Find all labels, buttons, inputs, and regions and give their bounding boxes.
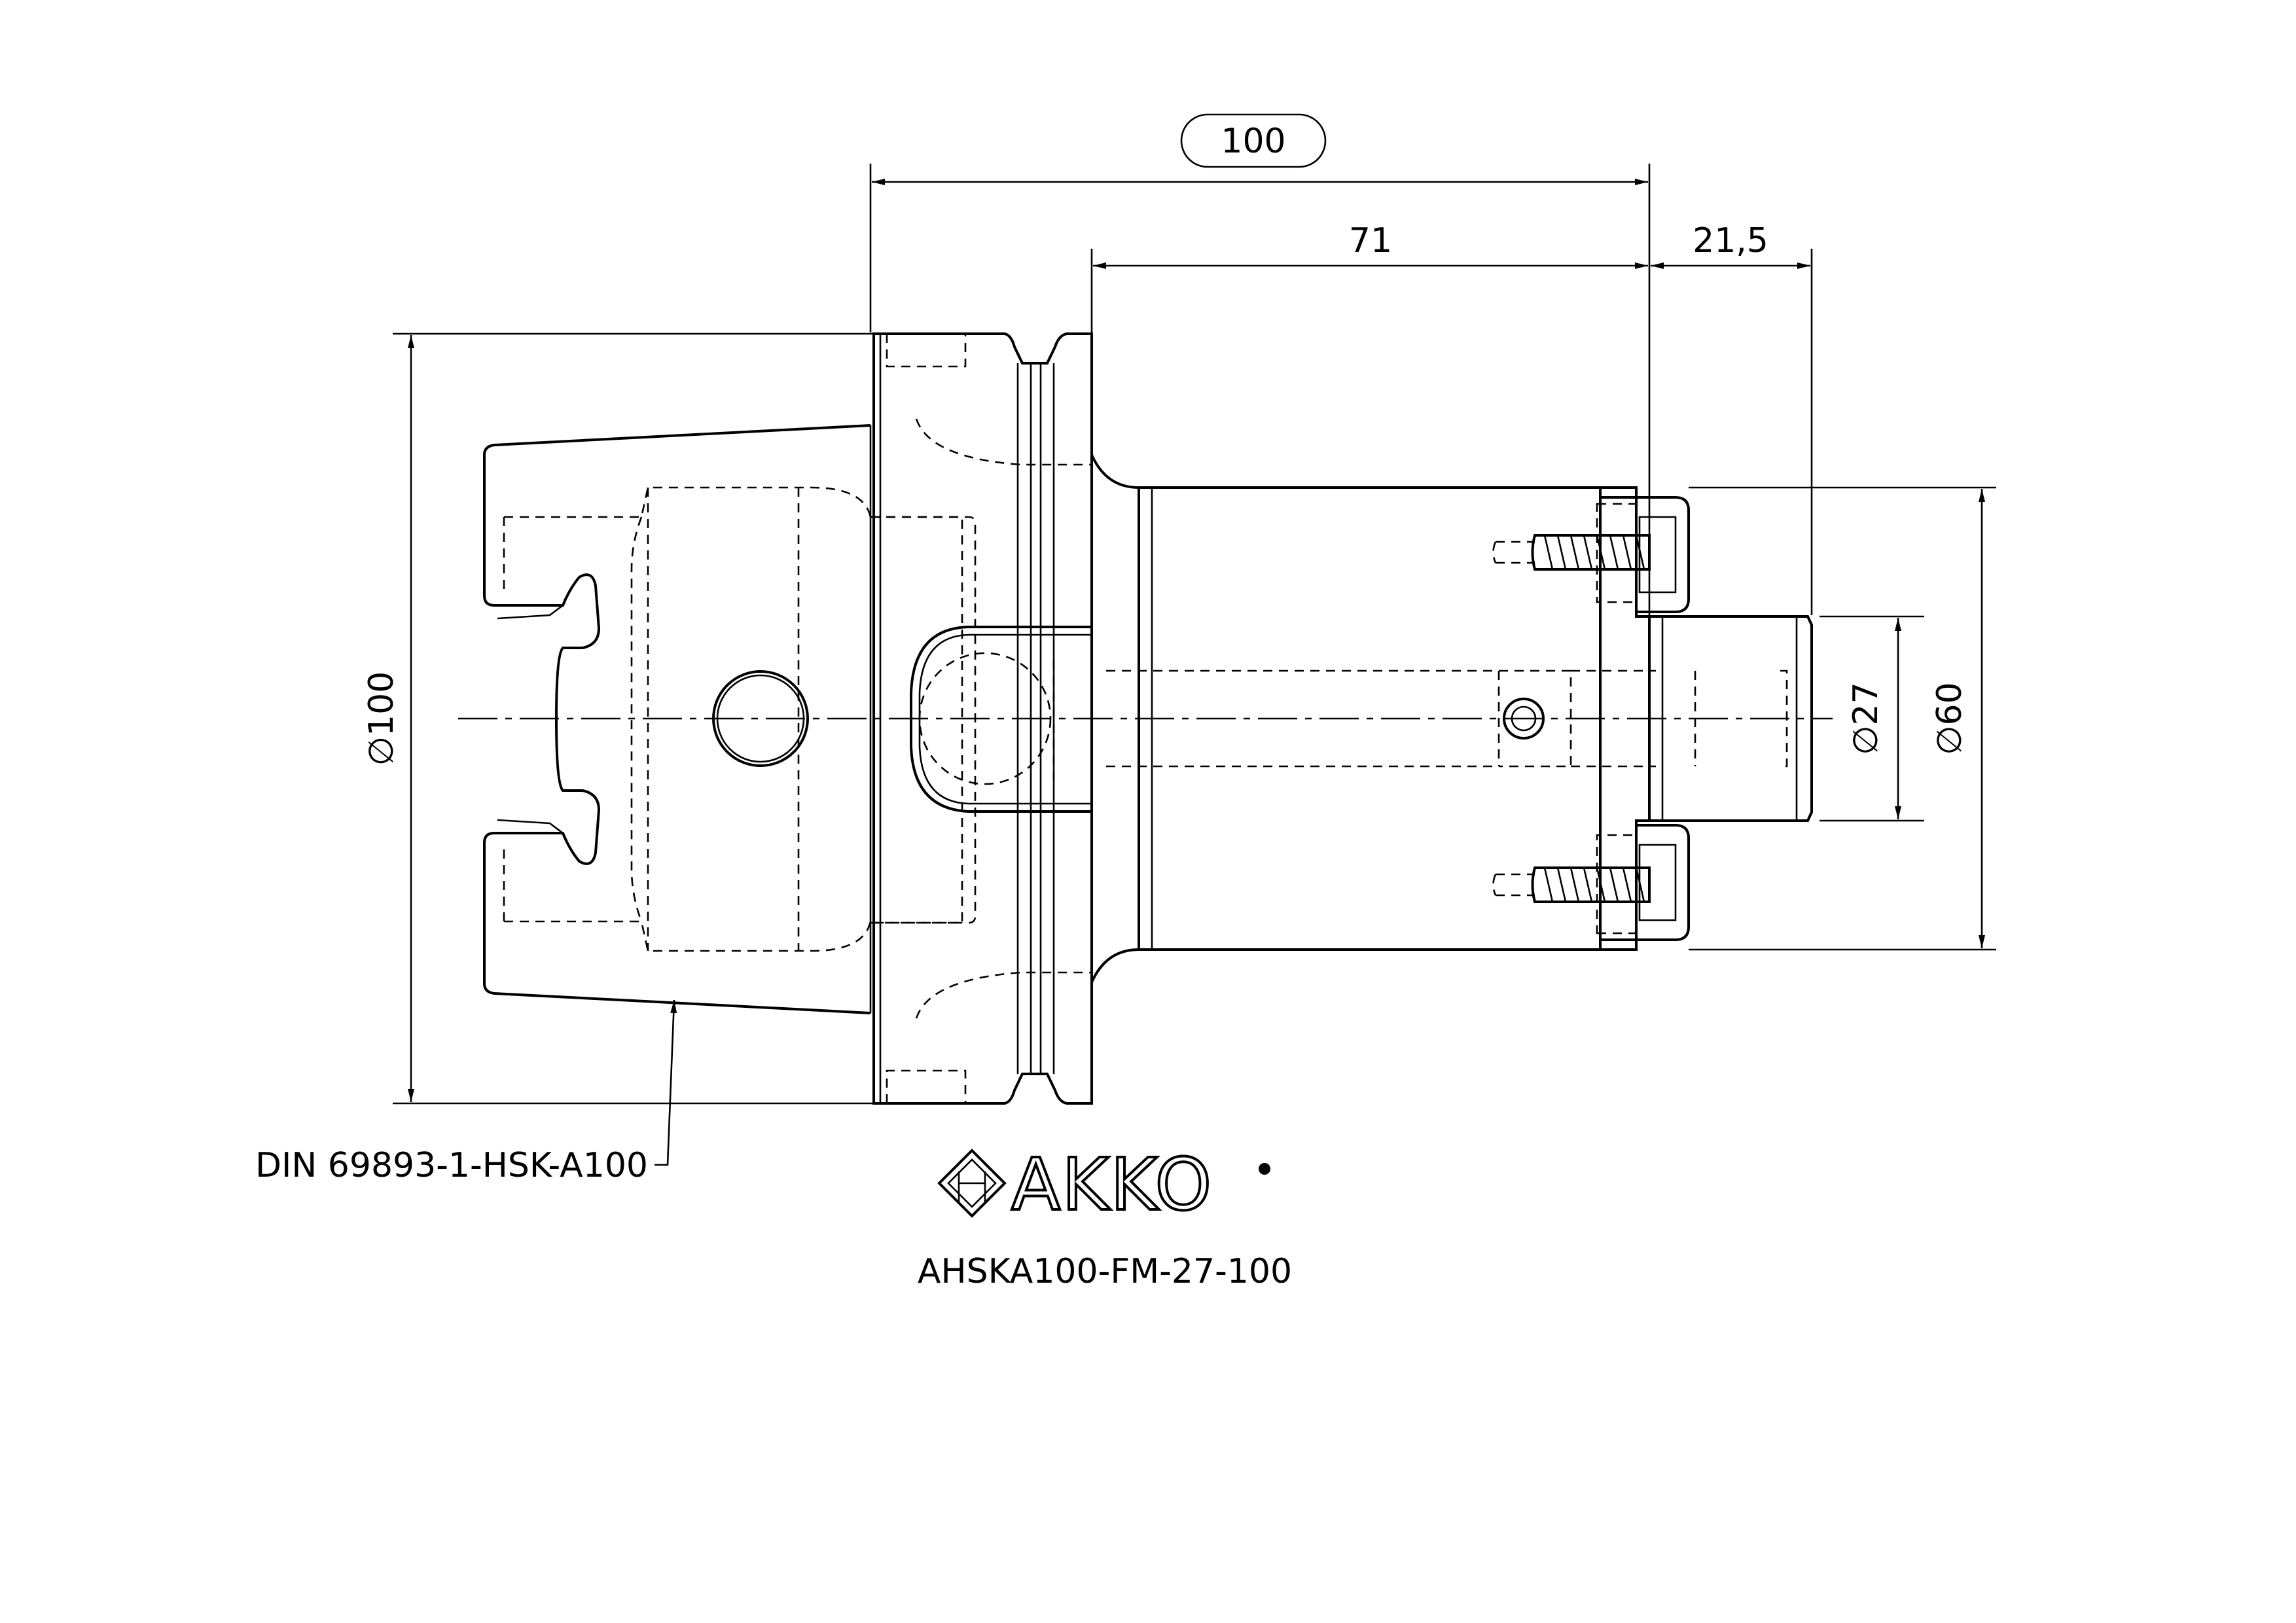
part-number: AHSKA100-FM-27-100: [918, 1252, 1292, 1291]
dim-overall-length: 100: [1221, 122, 1285, 161]
akko-emblem-icon: [937, 1149, 1007, 1218]
dim-shank-diameter: ∅100: [362, 671, 401, 766]
registered-mark-icon: [1259, 1163, 1270, 1175]
hsk-taper-shank: [483, 424, 977, 1014]
dim-mount-length: 21,5: [1693, 221, 1768, 260]
mounting-face: [1492, 486, 1813, 951]
dim-face-diameter: ∅60: [1930, 682, 1969, 755]
dim-pilot-diameter: ∅27: [1846, 682, 1886, 755]
extension-lines: [393, 164, 1996, 1105]
standard-label: DIN 69893-1-HSK-A100: [255, 1146, 648, 1185]
brand-name: AKKO: [1011, 1143, 1213, 1226]
body: [1090, 454, 1656, 983]
dimension-lines: [408, 113, 1985, 1166]
flange: [872, 332, 1093, 1105]
dim-body-length: 71: [1349, 221, 1392, 260]
reference-dim-box: [1180, 113, 1327, 168]
brand-logo: AKKO: [937, 1141, 1270, 1228]
